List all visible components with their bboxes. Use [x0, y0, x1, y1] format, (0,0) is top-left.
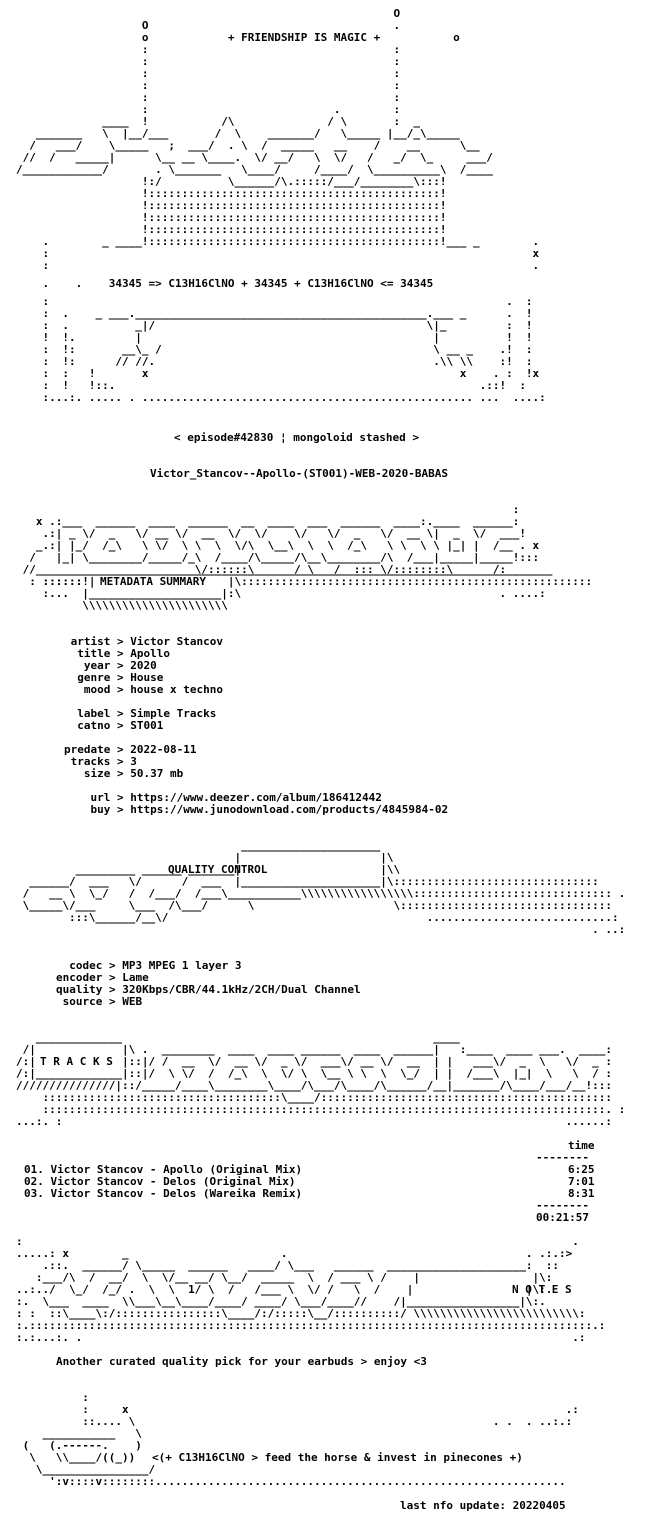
field-artist: artist > Victor Stancov	[64, 635, 223, 648]
footer-art: : : x .: ::.... \ . . . ..:.: __________…	[22, 1391, 579, 1464]
time-header-rule: --------	[536, 1151, 589, 1164]
quality-list: codec > MP3 MPEG 1 layer 3 encoder > Lam…	[56, 960, 361, 1008]
field-catno: catno > ST001	[64, 719, 164, 732]
formula-line: . . 34345 => C13H16ClNO + 34345 + C13H16…	[16, 277, 434, 290]
track-title: Victor Stancov - Apollo (Original Mix)	[50, 1163, 303, 1176]
tagline: + FRIENDSHIP IS MAGIC +	[227, 31, 381, 44]
metadata-frame-art: ____________ ____________________ ______…	[42, 563, 593, 612]
track-row: 01. Victor Stancov - Apollo (Original Mi…	[24, 1164, 302, 1176]
track-number: 03.	[24, 1187, 44, 1200]
notes-heading: N O T E S	[512, 1283, 572, 1296]
field-size: size > 50.37 mb	[64, 767, 184, 780]
field-buy: buy > https://www.junodownload.com/produ…	[64, 803, 449, 816]
field-encoder: encoder > Lame	[56, 971, 149, 984]
track-row: 03. Victor Stancov - Delos (Wareika Remi…	[24, 1188, 302, 1200]
header-ascii-art: O O . o + FRIENDSHIP IS MAGIC + o : :	[16, 7, 540, 272]
field-label: label > Simple Tracks	[64, 707, 217, 720]
field-mood: mood > house x techno	[64, 683, 223, 696]
release-name: Victor_Stancov--Apollo-(ST001)-WEB-2020-…	[150, 467, 449, 480]
header-frame-art: : . : : . _ ___.________________________…	[42, 295, 546, 404]
notes-text: Another curated quality pick for your ea…	[56, 1355, 427, 1368]
time-column-header: time	[568, 1139, 595, 1152]
quality-banner-art: _____________________ | |\ _________ ___…	[22, 839, 626, 936]
last-update: last nfo update: 20220405	[400, 1499, 566, 1512]
metadata-heading: METADATA SUMMARY	[100, 576, 206, 588]
track-number: 01.	[24, 1163, 44, 1176]
notes-banner-art: : . .....: x _ . . .:.:> .::. ______/ \_…	[16, 1235, 606, 1344]
field-quality: quality > 320Kbps/CBR/44.1kHz/2CH/Dual C…	[56, 983, 361, 996]
tracks-heading: T R A C K S	[40, 1055, 113, 1068]
quality-heading: QUALITY CONTROL	[168, 863, 268, 876]
tracks-banner-art: _____________ ____ /| |\ . ________ ____…	[16, 1031, 626, 1128]
track-number: 02.	[24, 1175, 44, 1188]
total-rule: --------	[536, 1199, 589, 1212]
total-time: 00:21:57	[536, 1211, 589, 1224]
field-year: year > 2020	[64, 659, 157, 672]
field-title: title > Apollo	[64, 647, 170, 660]
track-time: 7:01	[568, 1175, 595, 1188]
track-time: 6:25	[568, 1163, 595, 1176]
footer-slogan: <(+ C13H16ClNO > feed the horse & invest…	[152, 1451, 523, 1464]
episode-line: < episode#42830 ¦ mongoloid stashed >	[174, 431, 420, 444]
metadata-heading-text: METADATA SUMMARY	[100, 575, 206, 588]
field-codec: codec > MP3 MPEG 1 layer 3	[56, 959, 242, 972]
metadata-list-1: artist > Victor Stancov title > Apollo y…	[64, 636, 448, 816]
footer-base-art: \________________/ ':v::::v::::::::.....…	[35, 1463, 566, 1488]
metadata-banner-art: : x .:___ ______ ____ ______ __ ____ ___…	[22, 503, 540, 588]
field-tracks: tracks > 3	[64, 755, 137, 768]
track-title: Victor Stancov - Delos (Original Mix)	[50, 1175, 296, 1188]
field-genre: genre > House	[64, 671, 164, 684]
track-title: Victor Stancov - Delos (Wareika Remix)	[50, 1187, 303, 1200]
track-time: 8:31	[568, 1187, 595, 1200]
formula-text: 34345 => C13H16ClNO + 34345 + C13H16ClNO…	[108, 277, 434, 290]
field-predate: predate > 2022-08-11	[64, 743, 197, 756]
field-source: source > WEB	[56, 995, 143, 1008]
field-url: url > https://www.deezer.com/album/18641…	[64, 791, 382, 804]
track-row: 02. Victor Stancov - Delos (Original Mix…	[24, 1176, 296, 1188]
